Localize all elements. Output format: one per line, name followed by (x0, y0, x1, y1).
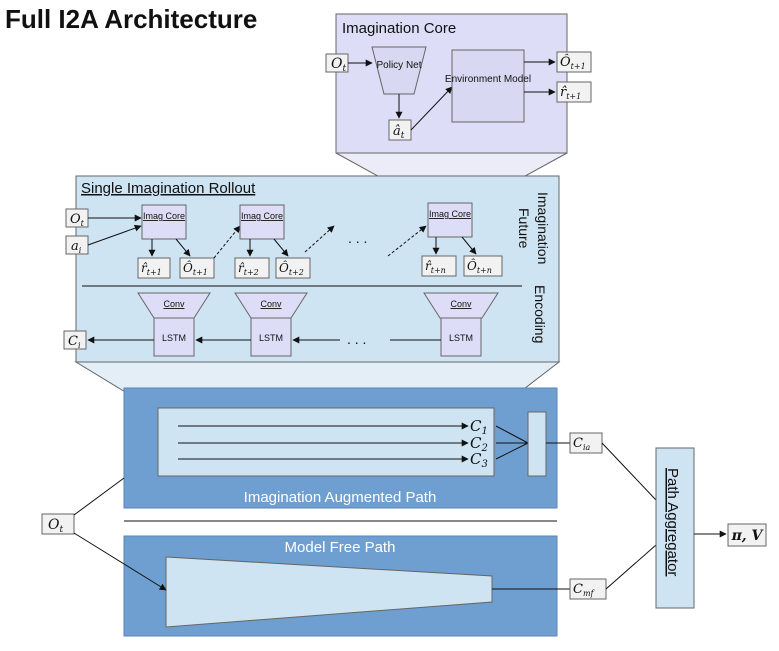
rollout-panel: Single Imagination Rollout Imagination F… (63, 175, 560, 363)
step-1-obs-box (179, 257, 215, 279)
side-label-imagination: Imagination (535, 192, 551, 264)
model-free-path-label: Model Free Path (285, 539, 396, 556)
svg-text:r̂t+2: r̂t+2 (238, 261, 259, 277)
svg-text:Ot: Ot (48, 517, 63, 535)
page-title: Full I2A Architecture (5, 4, 257, 34)
path-aggregator-box (655, 447, 695, 609)
step-2-reward-box (234, 257, 270, 279)
svg-text:ai: ai (71, 239, 82, 255)
main-input-box (41, 513, 75, 535)
augmented-path-label: Imagination Augmented Path (244, 489, 437, 506)
svg-text:Ôt+1: Ôt+1 (560, 53, 586, 71)
svg-text:ât: ât (393, 124, 405, 141)
side-label-encoding: Encoding (532, 285, 548, 343)
svg-text:Ôt+1: Ôt+1 (183, 259, 208, 277)
final-output-label: π, V (731, 528, 765, 544)
final-output-box (727, 523, 767, 547)
rollout-output-box (63, 330, 87, 350)
conv-n (423, 292, 499, 319)
step-1-reward-box (137, 257, 171, 279)
side-label-future: Future (516, 208, 532, 249)
svg-text:r̂t+1: r̂t+1 (560, 85, 581, 101)
svg-text:LSTM: LSTM (259, 333, 283, 343)
svg-text:Cmf: Cmf (573, 582, 596, 598)
imag-core-1 (141, 204, 187, 240)
rollout-ellipsis-bottom: . . . (347, 331, 366, 347)
rollout-title: Single Imagination Rollout (81, 180, 256, 197)
model-free-funnel (165, 556, 493, 628)
environment-model-box (451, 49, 525, 123)
policy-net-label: Policy Net (376, 60, 421, 71)
aggregation-bar (527, 411, 547, 477)
augmented-inner-box (157, 407, 495, 477)
imagination-core-panel: Imagination Core Ot Policy Net ât Enviro… (325, 13, 592, 154)
svg-text:Imag Core: Imag Core (241, 211, 283, 221)
step-2-obs-box (275, 257, 311, 279)
code-c2: C2 (470, 434, 488, 454)
augmented-path-panel: C1 C2 C3 Imagination Augmented Path (123, 387, 558, 509)
model-free-path-panel: Model Free Path (123, 535, 558, 637)
step-n-obs-box (463, 255, 503, 277)
svg-text:r̂t+1: r̂t+1 (141, 261, 162, 277)
svg-text:Conv: Conv (450, 299, 472, 309)
policy-net-shape (371, 46, 427, 95)
path-aggregator-label: Path Aggregator (664, 468, 681, 576)
svg-text:LSTM: LSTM (449, 333, 473, 343)
svg-text:Imag Core: Imag Core (143, 211, 185, 221)
svg-text:Ci: Ci (68, 334, 81, 350)
svg-text:Ot: Ot (331, 56, 346, 74)
core-output-reward-box (556, 81, 592, 103)
svg-text:Conv: Conv (260, 299, 282, 309)
svg-text:Imag Core: Imag Core (429, 209, 471, 219)
code-c1: C1 (470, 417, 488, 437)
svg-text:LSTM: LSTM (162, 333, 186, 343)
imagination-core-title: Imagination Core (342, 20, 456, 37)
rollout-ellipsis-top: . . . (348, 230, 367, 246)
svg-text:Ôt+2: Ôt+2 (279, 259, 304, 277)
svg-text:Ôt+n: Ôt+n (467, 257, 492, 275)
lstm-2 (250, 317, 292, 357)
code-c3: C3 (470, 450, 488, 470)
lstm-1 (153, 317, 195, 357)
svg-text:Conv: Conv (163, 299, 185, 309)
svg-text:Ot: Ot (70, 212, 85, 228)
imag-core-2 (239, 204, 285, 240)
svg-text:Cia: Cia (573, 436, 591, 452)
environment-model-label: Environment Model (445, 74, 531, 85)
svg-text:r̂t+n: r̂t+n (425, 259, 446, 275)
imag-core-n (427, 202, 473, 238)
step-n-reward-box (421, 255, 457, 277)
core-output-obs-box (556, 51, 592, 73)
lstm-n (440, 317, 482, 357)
